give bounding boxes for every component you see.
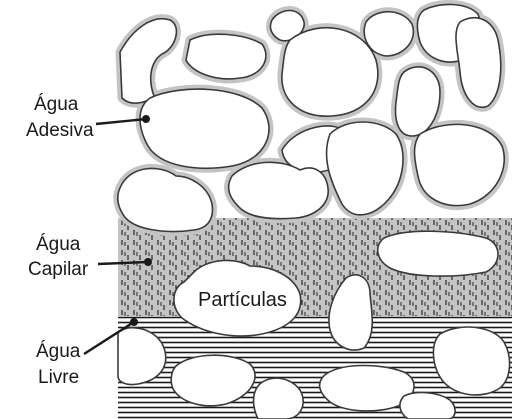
- capillary-water-pointer-dot: [144, 258, 152, 266]
- capillary-water-label-line2: Capilar: [28, 259, 89, 280]
- free-water-label-line2: Livre: [38, 367, 79, 388]
- adhesive-water-label: Água Adesiva: [26, 94, 94, 141]
- free-water-label: Água Livre: [36, 341, 81, 388]
- capillary-water-label: Água Capilar: [28, 234, 89, 280]
- adhesive-water-label-line1: Água: [34, 94, 79, 115]
- adhesive-water-pointer-dot: [142, 115, 150, 123]
- free-water-label-line1: Água: [36, 341, 81, 362]
- adhesive-water-label-line2: Adesiva: [26, 120, 94, 141]
- particles-label: Partículas: [198, 289, 287, 311]
- free-water-pointer-dot: [130, 318, 138, 326]
- capillary-water-label-line1: Água: [36, 234, 81, 255]
